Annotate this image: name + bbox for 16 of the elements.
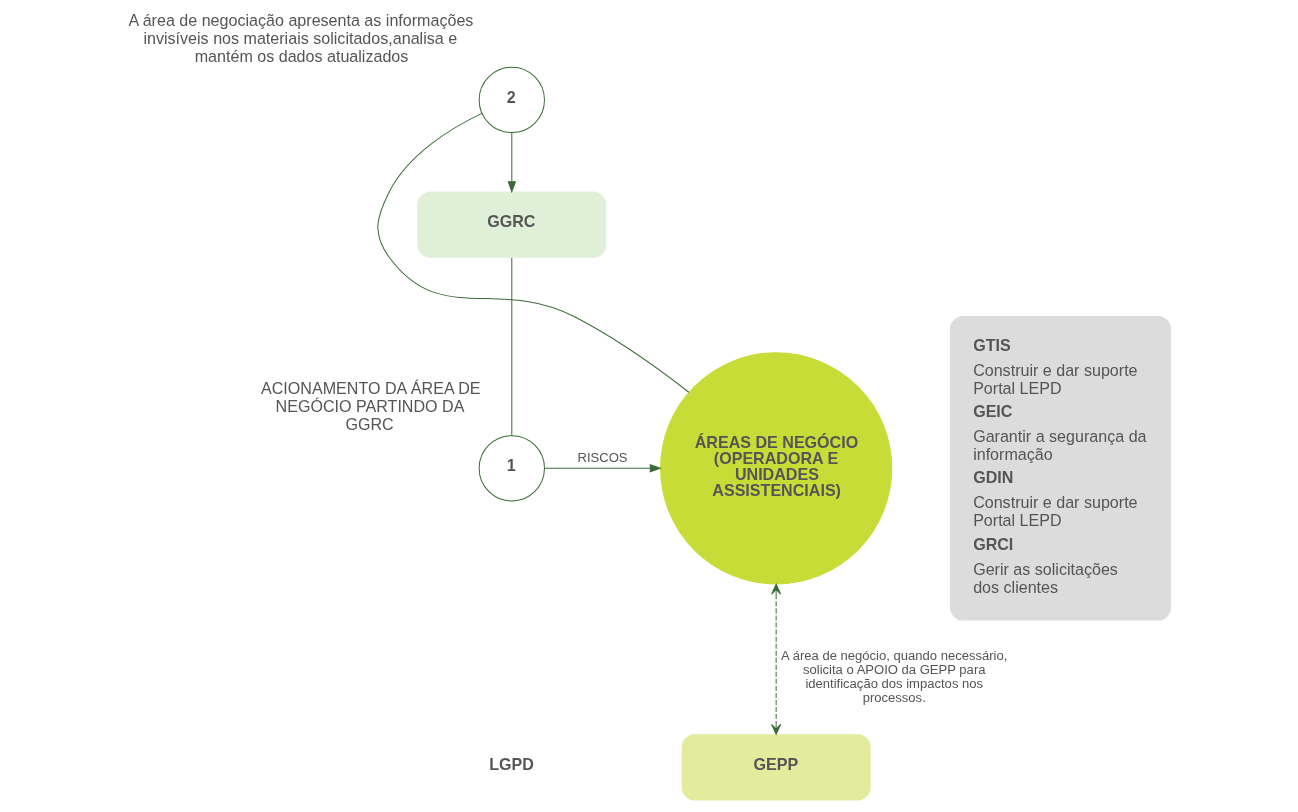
arrow xyxy=(543,463,662,473)
edge-label: RISCOS xyxy=(577,449,628,465)
node-label: ACIONAMENTO DA ÁREA DE NEGÓCIO PARTINDO DA GGRC xyxy=(260,378,481,433)
node-box: GGRC xyxy=(416,190,606,258)
connector xyxy=(376,112,689,393)
arrow xyxy=(507,131,516,193)
node-label: A área de negociação apresenta as informações invisíveis nos materiais solicitados,analisa e mantém os dados atualizados xyxy=(127,10,473,65)
arrow xyxy=(770,583,781,735)
node-box: GTIS Construir e dar suporte Portal LEPD GEIC Garantir a segurança da informação GDIN Construir e dar suporte Portal LEPD GRCI Gerir as solicitações dos clientes xyxy=(949,315,1171,621)
node-circle: ÁREAS DE NEGÓCIO (OPERADORA E UNIDADES ASSISTENCIAIS) xyxy=(659,351,892,584)
connector xyxy=(510,256,512,436)
node-circle: 2 xyxy=(478,66,545,133)
node-circle: 1 xyxy=(478,434,545,501)
node-box: GEPP xyxy=(681,733,871,800)
label: LGPD xyxy=(488,754,534,773)
edge-label: A área de negócio, quando necessário, solicita o APOIO da GEPP para identificação dos impactos nos processos. xyxy=(780,647,1007,705)
